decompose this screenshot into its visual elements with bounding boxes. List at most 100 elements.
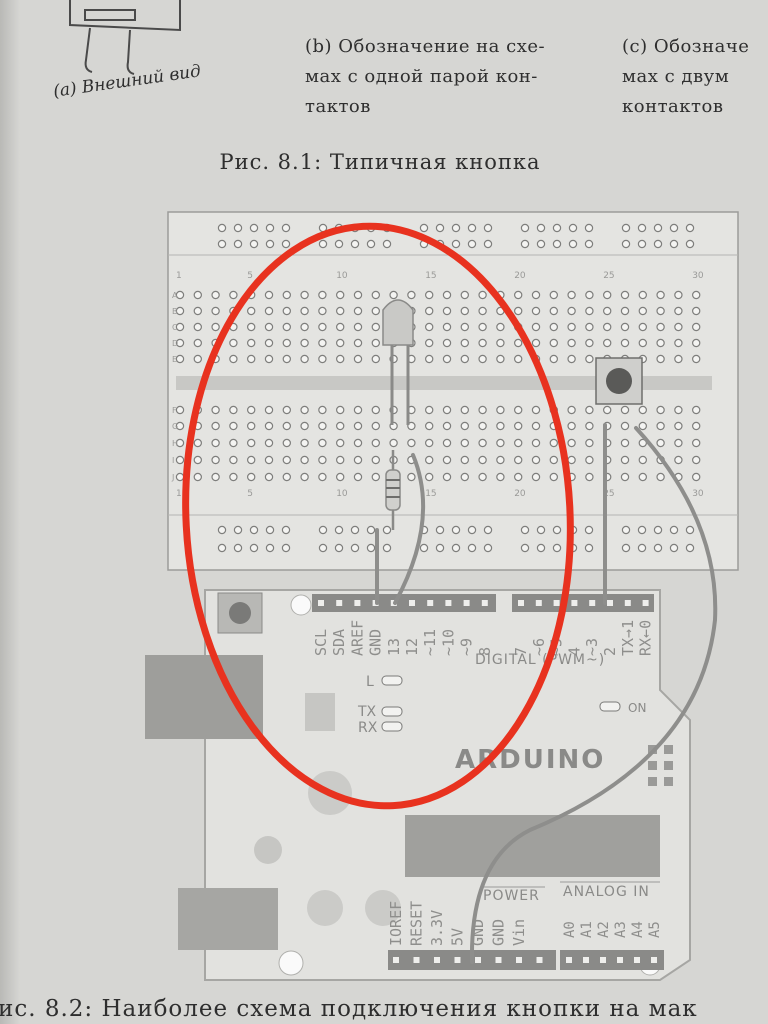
breadboard-hole [692,472,701,482]
breadboard-hole [211,455,220,465]
breadboard-hole [567,338,576,348]
breadboard-column-number: 30 [692,489,704,499]
header-pin [516,957,522,963]
breadboard-hole [674,322,683,332]
breadboard-hole [353,290,363,300]
breadboard-hole [193,338,202,348]
breadboard-hole [656,306,665,316]
breadboard-hole [567,322,576,332]
breadboard-column-number: 25 [603,489,614,499]
breadboard-hole [567,290,576,300]
pin-label: SDA [330,629,348,656]
breadboard-hole [175,290,185,300]
breadboard-column-number: 15 [425,489,436,499]
breadboard-hole [478,306,487,316]
breadboard-hole [336,338,345,348]
breadboard-hole [552,525,562,535]
breadboard-hole [496,322,505,332]
breadboard-hole [653,543,663,553]
breadboard-hole [281,543,291,553]
breadboard-hole [336,322,345,332]
breadboard-hole [318,405,327,415]
breadboard-hole [653,223,663,233]
figure-caption-8-2: ис. 8.2: Наиболее схема подключения кноп… [0,996,698,1022]
breadboard-hole [389,438,398,448]
breadboard-row-letter: I [172,456,174,465]
breadboard-hole [264,455,274,465]
breadboard-hole [366,543,376,553]
breadboard-hole [382,525,392,535]
breadboard-hole [435,525,445,535]
breadboard-hole [300,472,309,482]
breadboard-hole [674,455,683,465]
pin-label: GND [490,919,508,946]
breadboard-hole [318,322,327,332]
breadboard-hole [264,438,274,448]
breadboard-hole [300,455,309,465]
breadboard-hole [300,306,309,316]
breadboard-hole [460,306,469,316]
breadboard-row-letter: D [172,339,178,348]
breadboard-column-number: 25 [603,271,614,281]
breadboard-hole [353,354,363,364]
breadboard-hole [217,239,227,249]
icsp-pin [648,761,657,770]
breadboard-row-letter: C [172,323,178,332]
pin-label: ~10 [439,629,457,656]
breadboard-hole [692,354,701,364]
breadboard-hole [249,223,259,233]
breadboard-hole [318,239,328,249]
breadboard-hole [514,472,523,482]
breadboard-hole [442,455,452,465]
breadboard-hole [264,354,274,364]
breadboard-hole [425,455,434,465]
pin-label: SCL [312,629,330,656]
breadboard-hole [531,306,541,316]
breadboard-hole [603,405,612,415]
breadboard-hole [674,290,683,300]
capacitor [307,890,343,926]
pin-label: A0 [562,921,578,938]
breadboard-hole [653,239,663,249]
pin-label: 3.3V [428,910,446,946]
breadboard-hole [514,306,523,316]
breadboard-hole [531,438,541,448]
breadboard-hole [638,405,648,415]
breadboard-hole [520,543,530,553]
breadboard-hole [685,525,695,535]
breadboard-hole [229,421,238,431]
breadboard-hole [620,438,630,448]
breadboard-row-letter: E [172,355,177,364]
header-pin [651,957,657,963]
breadboard-hole [460,455,469,465]
breadboard-hole [336,455,345,465]
mount-hole [278,950,304,976]
breadboard-hole [264,405,274,415]
breadboard-hole [282,290,291,300]
breadboard-hole [552,239,562,249]
breadboard-hole [531,290,541,300]
breadboard-hole [478,438,487,448]
breadboard-hole [249,543,259,553]
breadboard-hole [460,354,469,364]
header-pin [354,600,361,606]
breadboard-hole [217,543,227,553]
breadboard-hole [584,525,594,535]
breadboard-hole [568,239,578,249]
breadboard-hole [407,438,416,448]
breadboard-hole [638,306,648,316]
breadboard-hole [669,223,679,233]
breadboard-hole [193,354,202,364]
breadboard-hole [567,354,576,364]
header-pin [536,957,543,963]
figure-caption-text: Рис. 8.1: Типичная кнопка [219,150,541,174]
breadboard-hole [460,405,469,415]
breadboard-hole [467,239,477,249]
breadboard-hole [460,322,469,332]
breadboard-hole [264,290,274,300]
breadboard-hole [229,472,238,482]
breadboard-hole [674,405,683,415]
breadboard-hole [336,438,345,448]
breadboard-hole [300,338,309,348]
breadboard-column-number: 20 [514,271,526,281]
